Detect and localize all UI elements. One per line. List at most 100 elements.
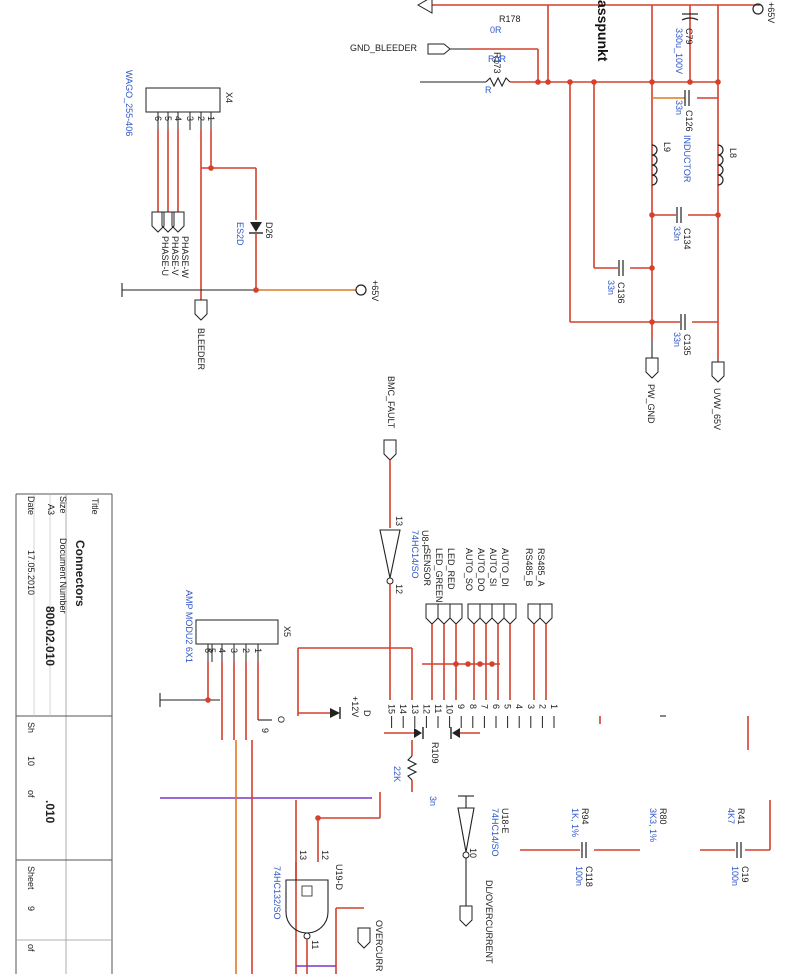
of2-label: of	[26, 790, 36, 798]
r94-ref: R94	[580, 808, 590, 825]
bus-signal-label: LED_GREEN	[434, 548, 444, 603]
u19d-pin-a: 12	[320, 850, 330, 860]
l8-ref: L8	[728, 148, 738, 158]
r173-ref: R173	[492, 52, 502, 74]
sheet-label: Sheet	[26, 866, 36, 890]
dl-overcurrent-port	[459, 905, 473, 927]
bus-pin-label: 11	[433, 704, 443, 713]
bus-signal-label: AUTO_DI	[500, 548, 510, 587]
bus-pin-label: 5	[503, 704, 513, 709]
u8f-inverter	[379, 529, 401, 579]
overcurr-label: OVERCURR	[374, 920, 384, 972]
pw-gnd-label: PW_GND	[646, 384, 656, 424]
dl-overcurrent-label: DL/OVERCURRENT	[484, 880, 494, 964]
x4-part: WAGO_255-406	[124, 70, 134, 136]
x4-ref: X4	[224, 92, 234, 103]
bus-pin-label: 6	[491, 704, 501, 709]
u19d-nand	[285, 879, 329, 934]
bus-signal-port	[425, 603, 439, 625]
plus65-left-label: +65V	[370, 280, 380, 301]
l9-ref: L9	[662, 142, 672, 152]
doc-number-frag: .010	[43, 800, 57, 824]
d26-ref: D26	[264, 222, 274, 239]
u19d-ref: U19-D	[334, 864, 344, 891]
docnum-label: Document Number	[58, 538, 68, 614]
u8f-pin-in: 13	[394, 516, 404, 526]
sh-label: Sh	[26, 722, 36, 733]
bus-signal-port	[437, 603, 451, 625]
u19d-part: 74HC132/SO	[272, 866, 282, 920]
title-block: Title Connectors Size A3 Document Number…	[15, 493, 113, 974]
u19d-pin-out: 11	[310, 940, 320, 949]
x4-body	[145, 87, 221, 113]
bus-signal-port	[539, 603, 553, 625]
bus-pin-label: 8	[468, 704, 478, 709]
port-arrow-top	[416, 0, 433, 14]
size-value: A3	[46, 504, 56, 515]
x5-body	[195, 619, 279, 645]
bus-pin-label: 4	[514, 704, 524, 709]
u18e-ref: U18-E	[500, 808, 510, 834]
phase-v-label: PHASE-V	[170, 236, 180, 276]
r94-val: 1K, 1%	[570, 808, 580, 837]
bus-signal-port	[491, 603, 505, 625]
bus-pin-label: 3	[526, 704, 536, 709]
resistor-r173	[485, 76, 511, 88]
massepunkt-label: asspunkt	[595, 0, 611, 62]
bleeder-label: BLEEDER	[196, 328, 206, 371]
bus-signal-port	[479, 603, 493, 625]
r80-ref: R80	[658, 808, 668, 825]
bus-signal-label: RS485_B	[524, 548, 534, 587]
bus-signal-port	[527, 603, 541, 625]
phase-u-label: PHASE-U	[160, 236, 170, 276]
c19-val: 100n	[730, 866, 740, 886]
bus-pin-label: 10	[445, 704, 455, 714]
bus-frag-9: 9	[260, 728, 270, 733]
bleeder-port	[194, 299, 208, 321]
c135-val: 33n	[672, 332, 682, 347]
of-label: of	[26, 944, 36, 952]
c19-ref: C19	[740, 866, 750, 883]
signal-bus-section: RS485_ARS485_BAUTO_DIAUTO_SIAUTO_DOAUTO_…	[260, 548, 559, 739]
u18e-part: 74HC14/SO	[490, 808, 500, 857]
bus-signal-label: SENSOR	[422, 548, 432, 587]
bus-pin-label: 13	[410, 704, 420, 714]
u8f-part: 74HC14/SO	[410, 530, 420, 579]
r109-ref: R109	[430, 742, 440, 764]
r173-val: R	[485, 85, 492, 95]
resistor-r109	[406, 755, 418, 781]
x5-part: AMP MODU2 6X1	[184, 590, 194, 663]
bus-signal-port	[467, 603, 481, 625]
bus-pin-label: 7	[479, 704, 489, 709]
r41-ref: R41	[736, 808, 746, 825]
c126-val: 33n	[674, 100, 684, 115]
bus-signal-port	[503, 603, 517, 625]
bus-pin-label: 1	[549, 704, 559, 709]
d26-val: ES2D	[235, 222, 245, 246]
r80-val: 3K3, 1%	[648, 808, 658, 842]
c126-ref: C126	[684, 110, 694, 132]
diode-d26	[250, 222, 262, 232]
plus65-top-label: +65V	[766, 2, 776, 23]
c135-ref: C135	[682, 334, 692, 356]
bmc-fault-port	[383, 439, 397, 461]
inductor-l8	[717, 144, 724, 186]
bus-pin-label: 12	[421, 704, 431, 714]
bus-frag-3n: 3n	[428, 796, 438, 806]
power-terminal-left	[355, 284, 367, 296]
overcurr-port	[357, 927, 371, 949]
u18e-inverter	[457, 807, 475, 853]
size-label: Size	[58, 496, 68, 514]
r41-val: 4K7	[726, 808, 736, 824]
bmc-fault-label: BMC_FAULT	[386, 376, 396, 429]
inductor-ref: INDUCTOR	[682, 135, 692, 183]
u8f-section: BMC_FAULT 13 12 U8-F 74HC14/SO	[379, 376, 430, 700]
power-section: +65V GND_BLEEDER R178 0R R173 RgR R assp…	[350, 0, 776, 430]
bus-frag-o: O	[276, 716, 286, 723]
bus-signal-port	[449, 603, 463, 625]
bus-pin-label: 2	[537, 704, 547, 709]
gnd-bleeder-label: GND_BLEEDER	[350, 43, 418, 53]
sheet-value: 9	[26, 906, 36, 911]
